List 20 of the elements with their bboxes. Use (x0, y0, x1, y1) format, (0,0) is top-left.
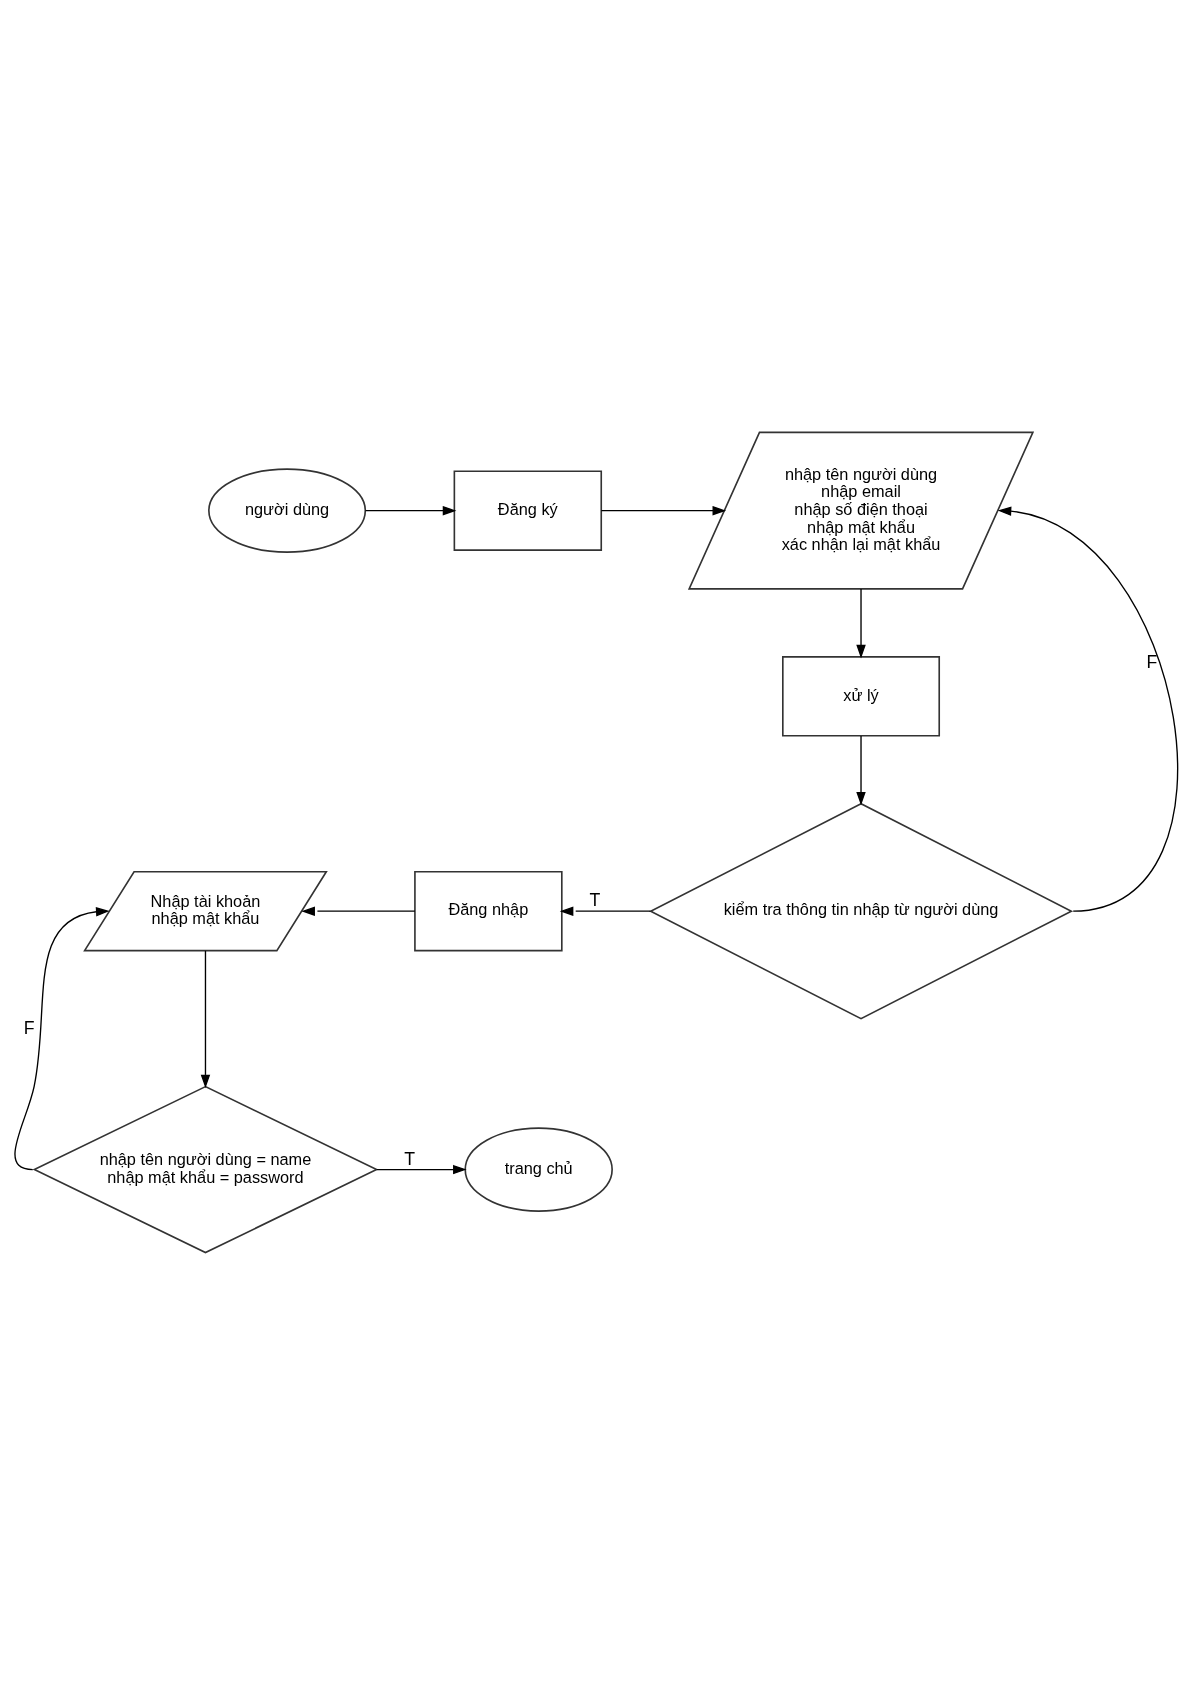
node-ellipse: người dùng (208, 468, 367, 553)
edge-label: T (404, 1148, 416, 1169)
arrow (375, 1164, 467, 1175)
node-ellipse: trang chủ (464, 1127, 613, 1212)
arrow (997, 506, 1179, 912)
arrow (200, 950, 211, 1089)
arrow (856, 588, 866, 659)
arrow (559, 906, 652, 916)
node-box: xử lý (782, 656, 941, 737)
arrow (301, 906, 416, 916)
node-box: Đăng nhập (414, 870, 563, 952)
node-diamond: kiểm tra thông tin nhập từ người dùng (648, 802, 1074, 1020)
arrow (856, 735, 866, 806)
arrow (600, 505, 727, 516)
node-box: Đăng ký (453, 470, 603, 551)
edge-label: F (1146, 651, 1158, 672)
edge-label: T (589, 890, 601, 911)
arrow (364, 505, 457, 516)
node-diamond: nhập tên người dùng = name nhập mật khẩu = password (32, 1085, 379, 1254)
edge-label: F (23, 1017, 35, 1038)
